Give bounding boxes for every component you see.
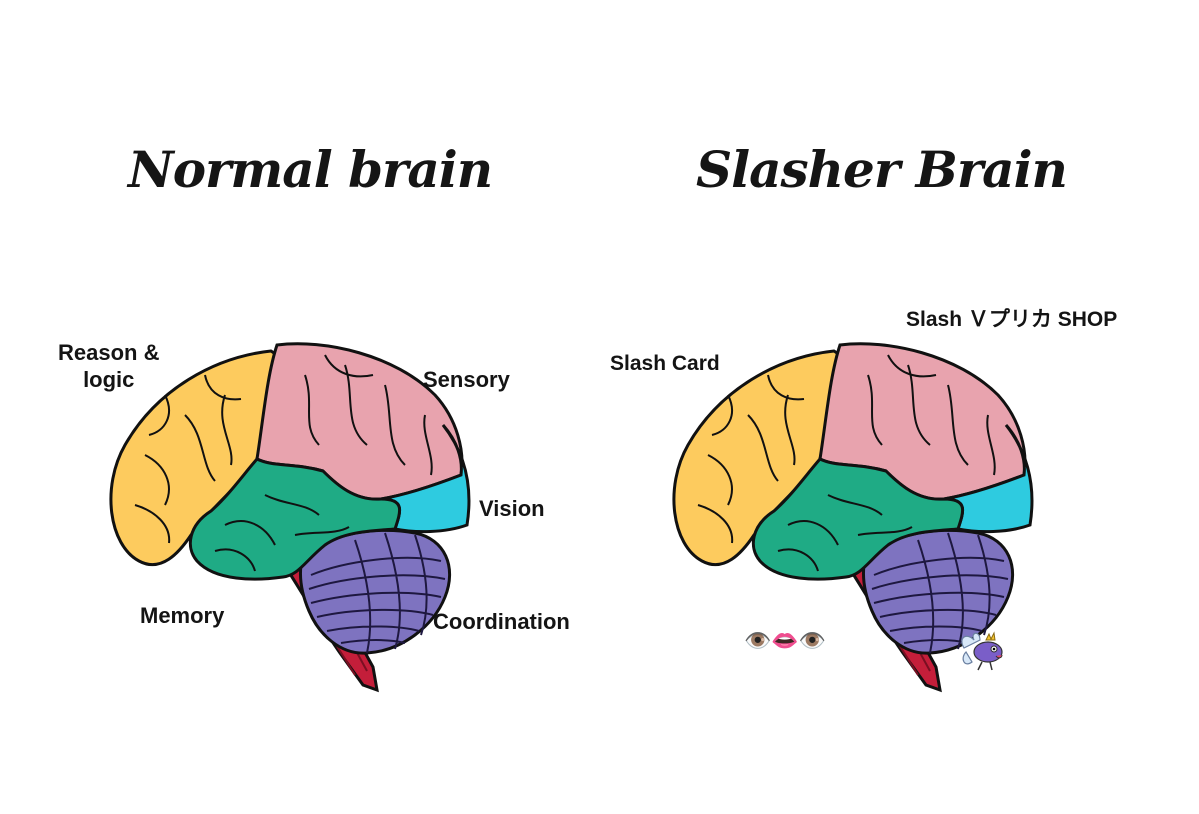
label-reason-line2: logic <box>83 367 135 392</box>
label-memory: Memory <box>140 603 225 628</box>
temporal-lobe <box>751 457 965 581</box>
slasher-brain-illustration <box>672 342 1034 693</box>
normal-brain-title: Normal brain <box>128 140 493 199</box>
face-emoji: 👁️👄👁️ <box>744 628 827 653</box>
label-shop: Slash Ｖプリカ SHOP <box>906 308 1118 331</box>
label-reason-line1: Reason & <box>58 340 160 365</box>
temporal-lobe <box>188 457 402 581</box>
label-reason-logic: Reason & logic <box>58 339 159 393</box>
label-slash-card: Slash Card <box>610 352 720 375</box>
label-vision: Vision <box>479 496 545 521</box>
slasher-brain-title: Slasher Brain <box>696 140 1068 199</box>
normal-brain-illustration <box>109 342 471 693</box>
cerebellum <box>299 528 451 655</box>
label-sensory: Sensory <box>423 367 510 392</box>
winged-fairy-sticker-icon <box>961 631 1003 671</box>
label-coordination: Coordination <box>433 609 570 634</box>
